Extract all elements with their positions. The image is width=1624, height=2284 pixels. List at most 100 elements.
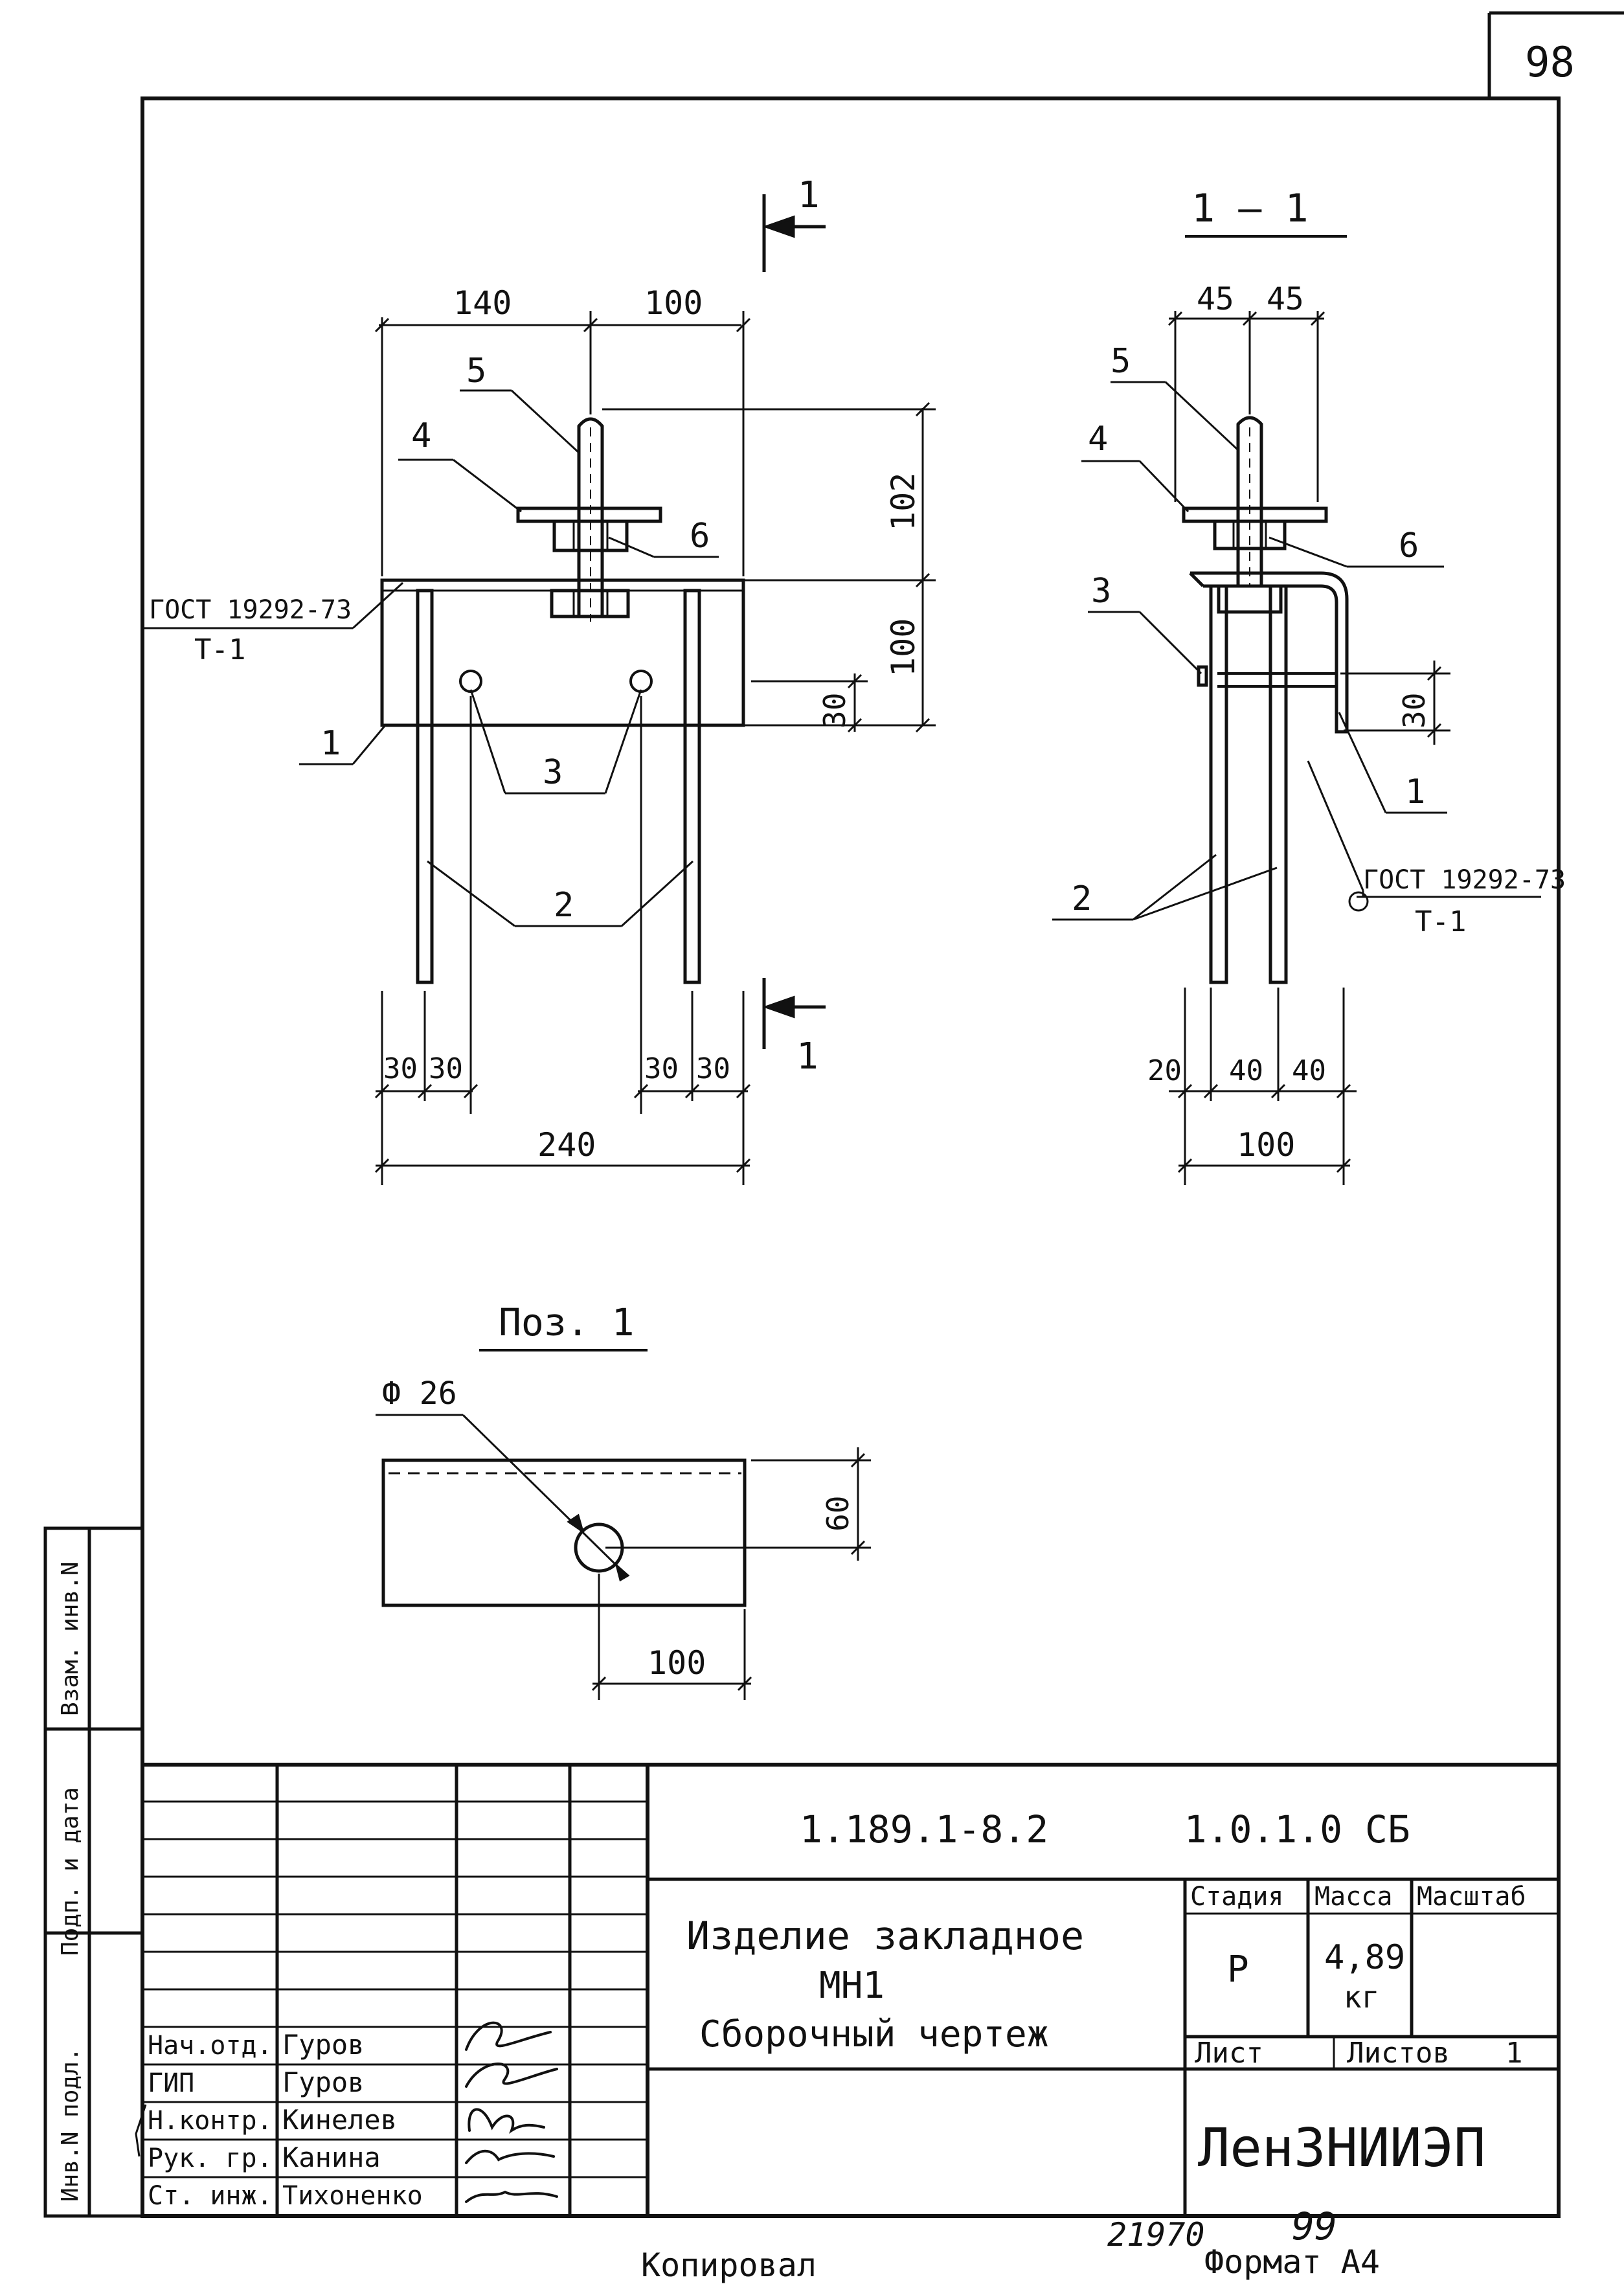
check-mark bbox=[135, 2104, 147, 2157]
section-pos-2: 2 bbox=[1072, 879, 1092, 918]
archive-number: 21970 bbox=[1107, 2216, 1205, 2254]
front-hole-right bbox=[629, 670, 653, 693]
front-dim-bottom-4: 30 bbox=[696, 1052, 730, 1085]
detail-dimensions bbox=[376, 1414, 871, 1700]
section-pos-1: 1 bbox=[1405, 773, 1425, 811]
front-leaders bbox=[144, 389, 719, 927]
signer-row: Нач.отд. Гуров bbox=[148, 2029, 364, 2061]
signer-row: Ст. инж. Тихоненко bbox=[148, 2181, 423, 2211]
front-pos-3: 3 bbox=[543, 753, 563, 792]
section-leaders bbox=[1052, 381, 1541, 921]
handwritten-signatures bbox=[465, 2021, 558, 2203]
detail-dim-height: 60 bbox=[820, 1496, 855, 1532]
front-plate bbox=[380, 578, 745, 727]
signer-name: Канина bbox=[282, 2142, 381, 2173]
front-pos-1: 1 bbox=[321, 724, 341, 763]
section-cut-marks bbox=[762, 194, 826, 1049]
section-dimensions bbox=[1167, 311, 1450, 1185]
page-number: 99 bbox=[1292, 2204, 1337, 2248]
detail-dim-width: 100 bbox=[648, 1644, 706, 1682]
section-mark-bottom: 1 bbox=[796, 1035, 818, 1078]
detail-plate bbox=[381, 1458, 747, 1607]
front-dim-overall: 240 bbox=[537, 1126, 596, 1164]
organization-name: ЛенЗНИИЭП bbox=[1198, 2118, 1485, 2179]
front-dim-height-upper: 102 bbox=[885, 473, 922, 531]
front-dim-bottom-2: 30 bbox=[429, 1052, 463, 1085]
signer-role: Н.контр. bbox=[148, 2106, 273, 2136]
mass-header: Масса bbox=[1314, 1882, 1392, 1912]
section-pos-3: 3 bbox=[1091, 572, 1111, 611]
signer-role: Нач.отд. bbox=[148, 2031, 273, 2061]
signer-row: Рук. гр. Канина bbox=[148, 2142, 381, 2173]
section-weld-type: Т-1 bbox=[1415, 905, 1466, 938]
side-stamp-col-1: Инв.N подл. bbox=[57, 2048, 84, 2202]
front-view: 1 1 140 100 102 100 30 30 30 30 30 240 5… bbox=[144, 174, 936, 1185]
front-weld-gost: ГОСТ 19292-73 bbox=[149, 595, 352, 625]
side-stamp-col-2: Подп. и дата bbox=[57, 1787, 84, 1956]
front-dim-bottom-3: 30 bbox=[644, 1052, 679, 1085]
section-bolt-assembly bbox=[1182, 416, 1328, 614]
signer-name: Гуров bbox=[282, 2066, 364, 2098]
front-dim-right-top: 100 bbox=[644, 284, 703, 322]
section-pos-6: 6 bbox=[1399, 526, 1419, 565]
stage-header: Стадия bbox=[1190, 1882, 1284, 1912]
front-dim-height-lower: 100 bbox=[885, 618, 922, 677]
side-stamp bbox=[43, 1526, 144, 2218]
section-dim-bottom-1: 20 bbox=[1147, 1054, 1182, 1087]
mass-unit: кг bbox=[1344, 1980, 1379, 2015]
sheets-label: Листов bbox=[1347, 2037, 1450, 2070]
front-anchor-legs bbox=[416, 589, 701, 984]
signer-role: Ст. инж. bbox=[148, 2181, 273, 2211]
front-dim-left-top: 140 bbox=[453, 284, 512, 322]
front-pos-4: 4 bbox=[411, 416, 431, 455]
front-weld-type: Т-1 bbox=[194, 633, 245, 666]
signer-name: Гуров bbox=[282, 2029, 364, 2061]
section-dim-bottom-3: 40 bbox=[1292, 1054, 1326, 1087]
section-plate bbox=[1189, 571, 1349, 734]
front-dim-hole-offset: 30 bbox=[817, 693, 852, 729]
front-hole-left bbox=[459, 670, 482, 693]
front-dim-bottom-1: 30 bbox=[383, 1052, 418, 1085]
format-label: Формат А4 bbox=[1204, 2243, 1380, 2281]
front-pos-5: 5 bbox=[466, 352, 486, 390]
item-name-line-3: Сборочный чертеж bbox=[699, 2013, 1048, 2055]
section-weld-gost: ГОСТ 19292-73 bbox=[1363, 865, 1566, 895]
signer-role: Рук. гр. bbox=[148, 2143, 273, 2173]
detail-title: Поз. 1 bbox=[499, 1300, 635, 1344]
stage-value: Р bbox=[1227, 1949, 1249, 1991]
section-dim-hole-offset: 30 bbox=[1397, 693, 1432, 729]
detail-hole-dia: Ф 26 bbox=[382, 1375, 457, 1412]
section-dim-bottom-2: 40 bbox=[1229, 1054, 1263, 1087]
doc-code: 1.189.1-8.2 1.0.1.0 СБ bbox=[800, 1807, 1410, 1851]
section-anchor-legs bbox=[1197, 584, 1336, 984]
scale-header: Масштаб bbox=[1417, 1882, 1526, 1912]
item-name-line-1: Изделие закладное bbox=[686, 1914, 1084, 1959]
front-pos-6: 6 bbox=[690, 517, 710, 556]
signer-role: ГИП bbox=[148, 2068, 194, 2098]
section-dim-overall: 100 bbox=[1237, 1126, 1295, 1164]
side-stamp-col-3: Взам. инв.N bbox=[57, 1562, 84, 1716]
front-dimensions bbox=[374, 311, 936, 1185]
section-view: 1 — 1 bbox=[1052, 186, 1566, 1185]
sheet-label: Лист bbox=[1195, 2037, 1263, 2070]
signer-name: Тихоненко bbox=[282, 2181, 423, 2211]
sheet-number: 98 bbox=[1525, 39, 1575, 87]
detail-view: Поз. 1 Ф 26 60 100 bbox=[376, 1300, 871, 1700]
front-pos-2: 2 bbox=[554, 886, 574, 925]
sheets-value: 1 bbox=[1506, 2037, 1523, 2070]
sheet-frame bbox=[141, 11, 1624, 2218]
section-title: 1 — 1 bbox=[1191, 186, 1309, 231]
item-name-line-2: МН1 bbox=[819, 1965, 885, 2007]
section-pos-4: 4 bbox=[1088, 420, 1108, 458]
title-block-frame bbox=[142, 1763, 1559, 2216]
mass-value: 4,89 bbox=[1324, 1938, 1405, 1977]
section-pos-5: 5 bbox=[1111, 342, 1131, 381]
front-bolt-assembly bbox=[516, 417, 662, 622]
section-dim-top-right: 45 bbox=[1267, 281, 1304, 317]
copied-by-label: Копировал bbox=[641, 2246, 817, 2284]
signer-row: ГИП Гуров bbox=[148, 2066, 364, 2098]
section-mark-top: 1 bbox=[798, 174, 820, 216]
section-dim-top-left: 45 bbox=[1197, 281, 1234, 317]
signer-name: Кинелев bbox=[282, 2104, 397, 2136]
